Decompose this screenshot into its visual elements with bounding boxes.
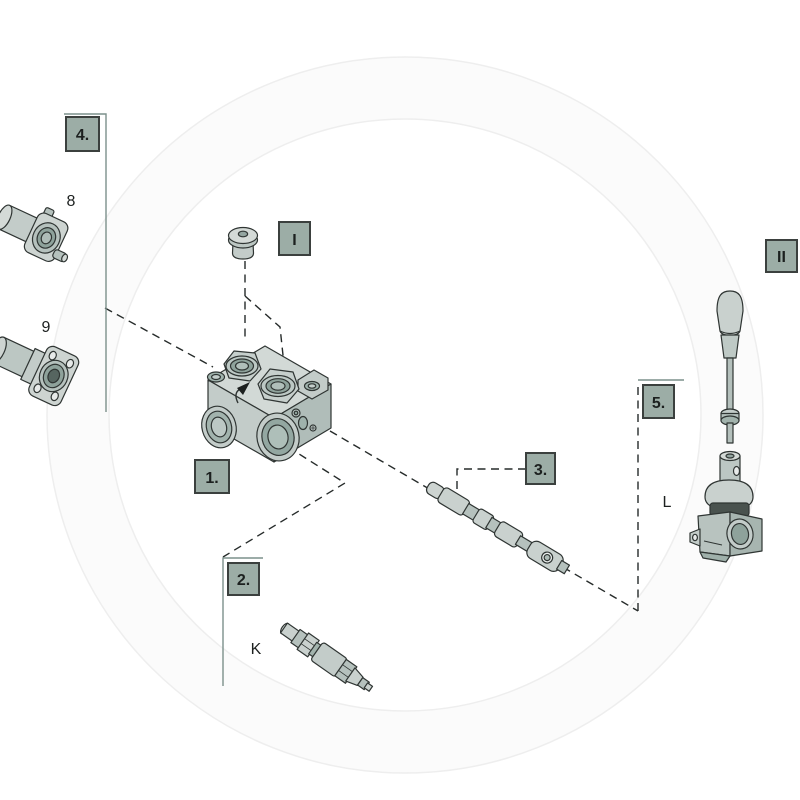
svg-text:4.: 4. [76,127,89,144]
bracket-callout4 [64,113,107,412]
callout-box-5[interactable]: 5. [642,384,675,419]
callout-box-3[interactable]: 3. [525,452,556,485]
part-control-spool-3 [425,481,571,575]
bracket-lines [64,113,684,686]
callout-box-1[interactable]: 1. [194,459,230,494]
part-label-l: L [663,494,672,511]
part-valve-body-1 [201,345,332,463]
part-label-k: K [251,641,262,658]
part-control-lever-ii [716,290,744,444]
callout-box-i[interactable]: I [278,221,311,256]
dashed-line-body-to-bracket2 [222,446,347,558]
dashed-line-bracket4-to-body [104,307,214,368]
callout-boxes: 4. I II 1. 3. 5. 2. [65,116,798,596]
svg-text:1.: 1. [205,470,218,487]
part-flange-fitting-9 [0,336,80,407]
dashed-leader-callout3 [456,468,526,497]
svg-text:3.: 3. [534,462,547,479]
part-pilot-valve-l [689,450,763,563]
flow-arrow-icon [235,382,250,404]
bracket-callout2 [222,557,263,686]
part-letter-labels: 8 9 K L [42,193,672,658]
svg-text:5.: 5. [652,395,665,412]
dashed-line-cap-to-port2 [244,295,286,375]
part-relief-cartridge-k [279,622,374,692]
part-plug-fitting-8 [0,204,69,263]
svg-text:II: II [777,249,786,266]
callout-box-ii[interactable]: II [765,239,798,273]
watermark-circle [46,56,764,774]
callout-box-2[interactable]: 2. [227,562,260,596]
callout-box-4[interactable]: 4. [65,116,100,152]
part-label-8: 8 [67,193,76,210]
svg-text:I: I [292,232,296,249]
part-label-9: 9 [42,319,51,336]
part-plug-cap-i [227,226,259,260]
svg-text:2.: 2. [237,572,250,589]
